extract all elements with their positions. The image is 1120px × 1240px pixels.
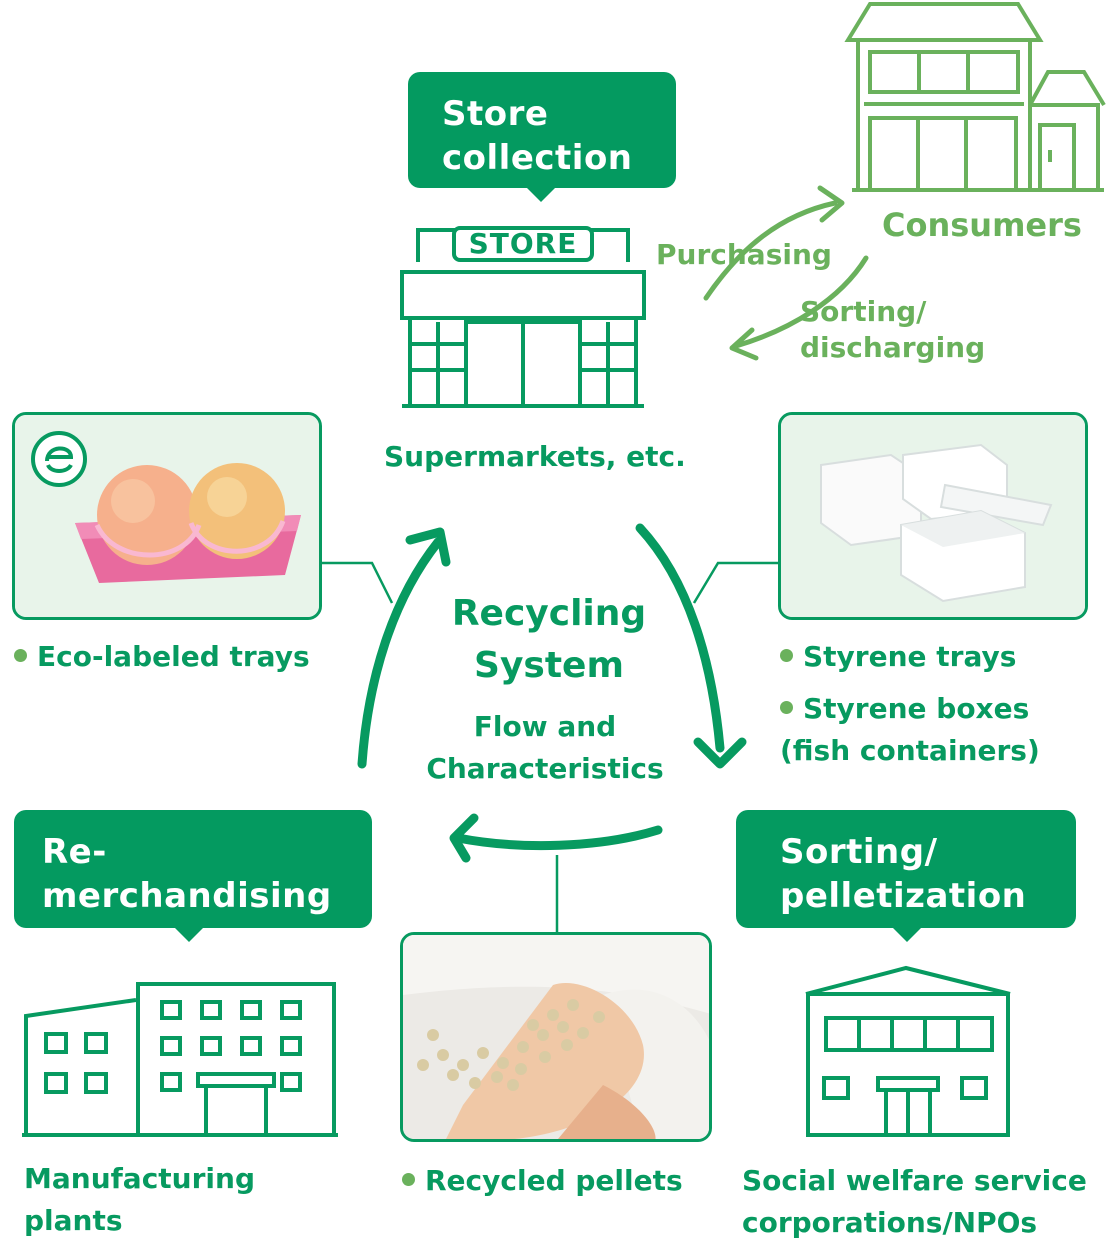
styrene-trays-caption: Styrene trays	[780, 636, 1016, 678]
house-icon	[844, 2, 1106, 192]
center-subtitle: Flow and Characteristics	[426, 710, 664, 785]
styrene-boxes-caption: Styrene boxes (fish containers)	[780, 688, 1080, 772]
sorting-pelletization-text: Sorting/ pelletization	[780, 832, 1027, 916]
eco-label-icon	[31, 431, 87, 487]
eco-tray-photo	[12, 412, 322, 620]
purchasing-arrow	[703, 200, 838, 301]
store-sign: STORE	[468, 227, 578, 260]
manufacturing-label: Manufacturing plants	[24, 1162, 255, 1237]
cycle-arrow-left	[357, 537, 443, 769]
sorting-discharging-label: Sorting/ discharging	[800, 295, 986, 364]
discharging-arrow	[733, 255, 869, 349]
cycle-arrow-right	[635, 523, 725, 753]
cycle-arrow-bottom	[453, 825, 663, 851]
supermarkets-caption: Supermarkets, etc.	[384, 440, 686, 473]
store-icon	[400, 226, 646, 408]
center-title: Recycling System	[451, 593, 647, 686]
factory-icon	[22, 982, 338, 1137]
eco-tray-caption: Eco-labeled trays	[14, 636, 310, 678]
store-collection-text: Store collection	[442, 94, 633, 178]
sorting-pelletization-callout: Sorting/ pelletization	[736, 810, 1076, 942]
recycled-pellets-photo	[400, 932, 712, 1142]
consumers-label: Consumers	[882, 206, 1082, 244]
store-collection-callout: Store collection	[408, 72, 676, 202]
purchasing-label: Purchasing	[656, 238, 832, 271]
recycled-pellets-caption: Recycled pellets	[402, 1160, 683, 1202]
welfare-building-icon	[805, 965, 1011, 1137]
remerchandising-callout: Re-merchandising	[14, 810, 372, 942]
styrene-boxes-photo	[778, 412, 1088, 620]
welfare-label: Social welfare service corporations/NPOs	[742, 1164, 1087, 1239]
remerchandising-text: Re-merchandising	[42, 832, 332, 916]
